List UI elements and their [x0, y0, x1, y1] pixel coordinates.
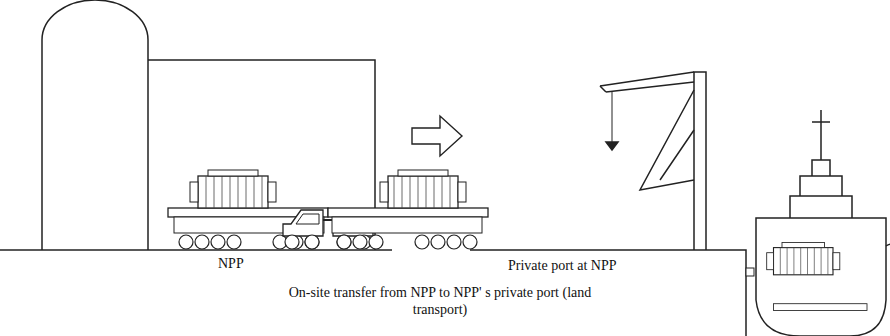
crane	[600, 72, 706, 250]
npp-building	[42, 0, 375, 250]
site-label: Private port at NPP	[508, 257, 617, 274]
mooring-fender	[746, 268, 754, 276]
ship	[756, 110, 890, 336]
ground-line	[0, 249, 392, 251]
caption: On-site transfer from NPP to NPP' s priv…	[260, 284, 620, 318]
cask-in-hold	[767, 243, 867, 311]
site-label: NPP	[218, 255, 244, 272]
truck-with-cask	[283, 170, 488, 249]
hollow-arrow	[412, 116, 462, 156]
